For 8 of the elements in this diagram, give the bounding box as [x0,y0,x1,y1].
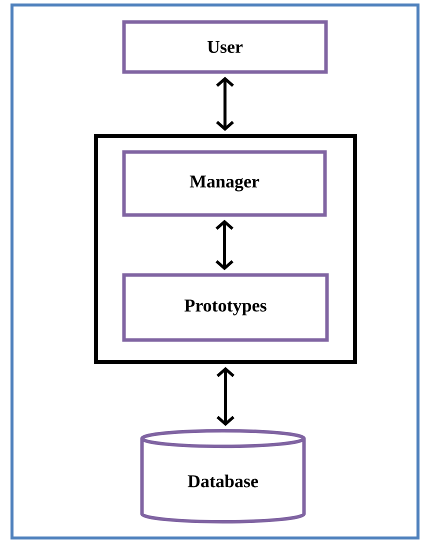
double-arrow [216,367,234,426]
double-arrow [216,76,234,131]
process-box: User [122,20,328,74]
database-cylinder: Database [140,428,306,524]
container-box [94,134,357,364]
double-arrow [216,220,234,270]
process-box: Manager [122,150,327,217]
process-box: Prototypes [122,273,329,342]
